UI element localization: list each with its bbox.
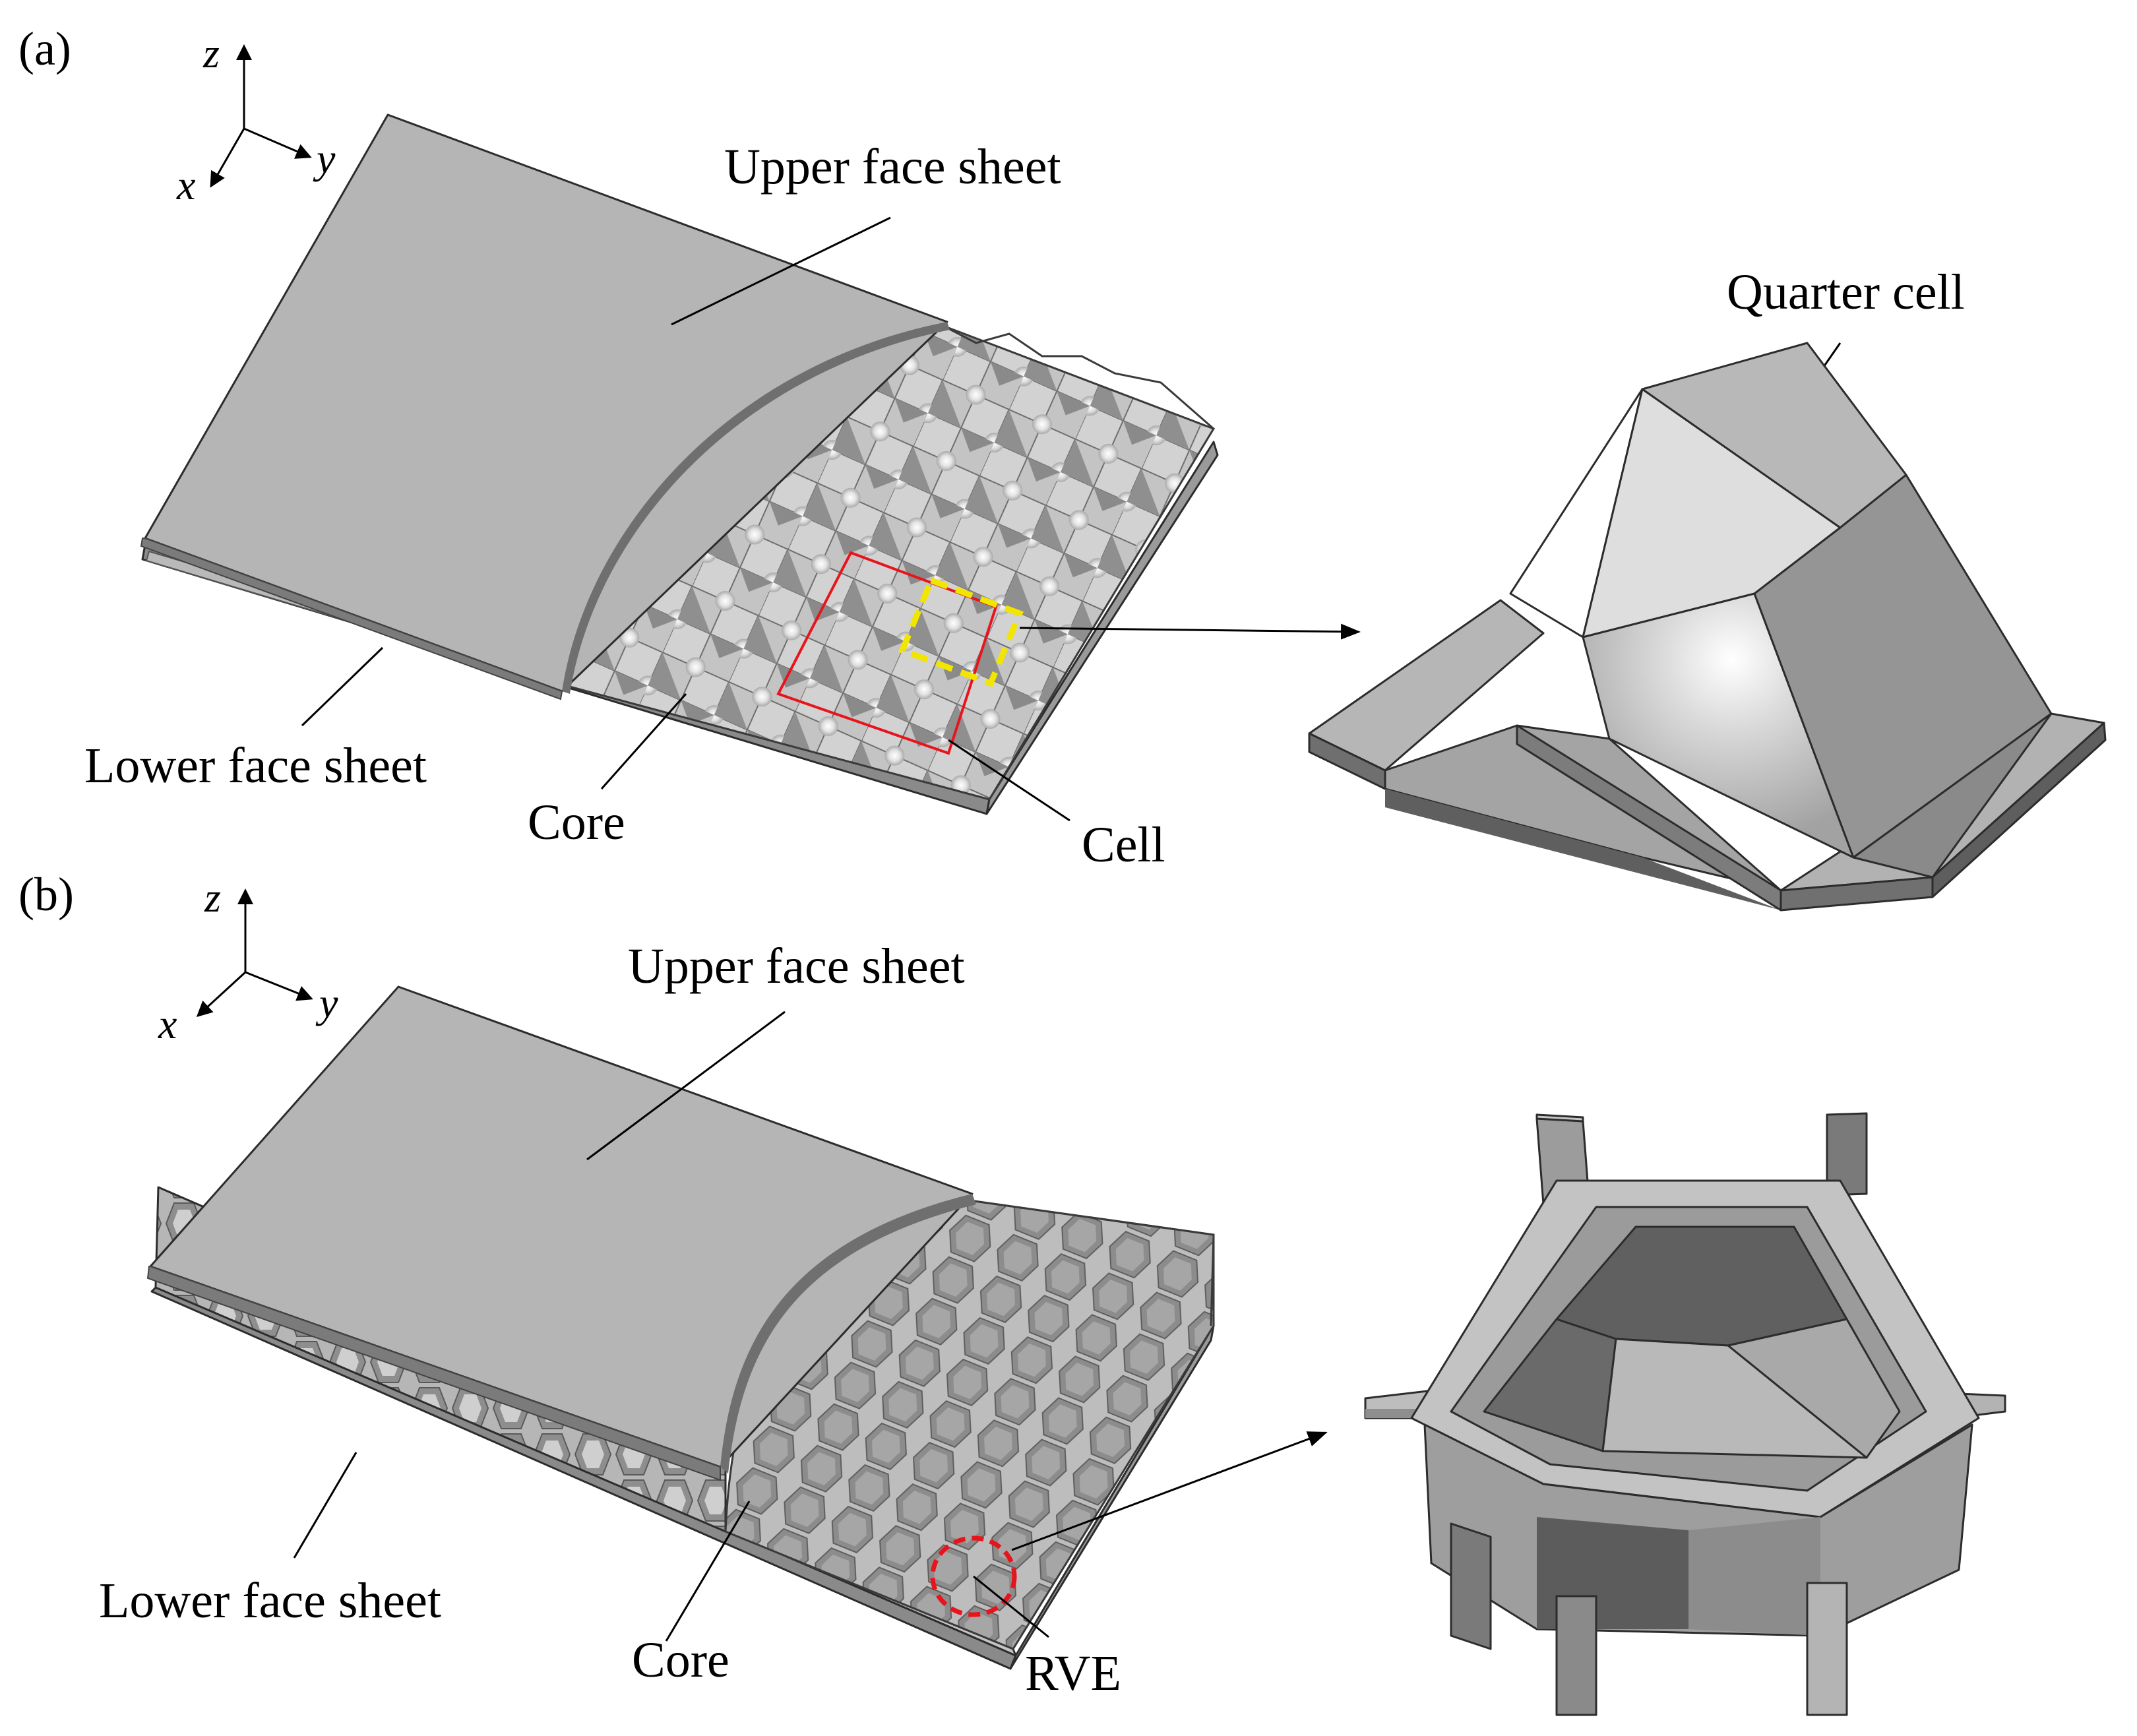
leader-lower-a — [301, 646, 384, 727]
axis-y-label-b: y — [315, 979, 338, 1026]
label-upper-face-sheet-a: Upper face sheet — [724, 139, 1061, 195]
axis-x-label-b: x — [158, 1001, 177, 1047]
axis-x-label-a: x — [176, 162, 195, 208]
axis-triad-a: z y x — [176, 30, 336, 208]
leader-lower-b — [293, 1452, 357, 1559]
panel-b-tag: (b) — [18, 868, 74, 921]
quarter-cell-highlight-box — [898, 576, 1024, 687]
leader-rve-b — [973, 1575, 1049, 1638]
leader-core-b — [665, 1501, 751, 1642]
label-lower-face-sheet-b: Lower face sheet — [99, 1573, 441, 1628]
arrow-to-quarter-cell — [1019, 623, 1361, 640]
axis-triad-b: z y x — [158, 874, 338, 1047]
leader-core-a — [600, 693, 687, 790]
leader-cell-a — [948, 739, 1070, 822]
quarter-cell-model — [1308, 342, 2107, 912]
label-quarter-cell: Quarter cell — [1727, 264, 1965, 320]
axis-z-label-a: z — [202, 30, 220, 77]
leader-upper-a — [671, 216, 891, 326]
label-core-a: Core — [528, 795, 625, 850]
leader-upper-b — [586, 1010, 786, 1161]
rve-highlight-circle — [930, 1535, 1017, 1617]
axis-z-label-b: z — [204, 874, 221, 921]
arrow-to-rve — [1011, 1431, 1328, 1551]
panel-a-tag: (a) — [18, 22, 71, 75]
upper-face-sheet-a — [140, 113, 950, 700]
label-rve: RVE — [1025, 1646, 1121, 1701]
cell-highlight-box — [776, 551, 998, 755]
panel-a: (a) z y x — [18, 22, 2107, 912]
label-upper-face-sheet-b: Upper face sheet — [628, 939, 965, 994]
axis-y-label-a: y — [313, 135, 336, 182]
upper-face-sheet-b — [146, 985, 976, 1481]
rve-model — [1364, 1112, 2006, 1716]
label-lower-face-sheet-a: Lower face sheet — [84, 738, 427, 793]
label-cell-a: Cell — [1082, 817, 1165, 873]
panel-b: (b) z y x — [18, 868, 2006, 1716]
label-core-b: Core — [632, 1632, 729, 1688]
